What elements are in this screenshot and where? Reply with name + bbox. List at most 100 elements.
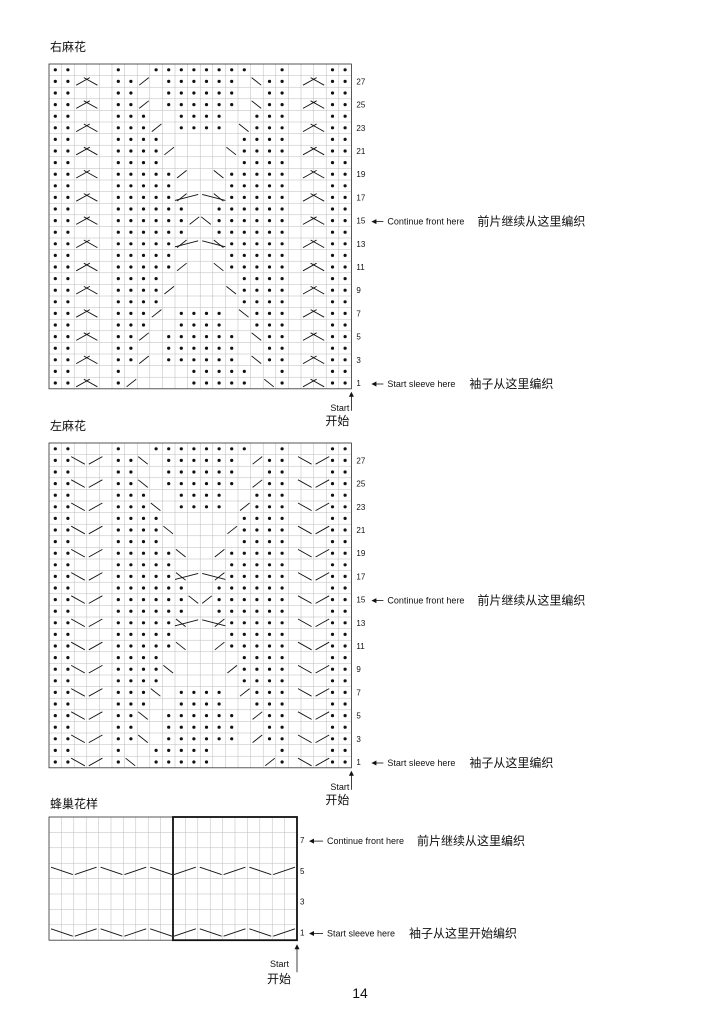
purl-dot bbox=[192, 482, 196, 486]
row-label: 21 bbox=[356, 147, 365, 156]
purl-dot bbox=[129, 540, 133, 544]
purl-dot bbox=[204, 369, 209, 373]
purl-dot bbox=[129, 516, 133, 521]
cable-stitch bbox=[164, 286, 175, 295]
purl-dot bbox=[204, 482, 209, 486]
cross-stitch bbox=[70, 734, 86, 743]
purl-dot bbox=[280, 161, 284, 165]
purl-dot bbox=[116, 702, 120, 706]
purl-dot bbox=[280, 288, 284, 292]
honeycomb-stitch bbox=[124, 866, 147, 876]
cross-stitch bbox=[302, 216, 317, 225]
cross-stitch bbox=[70, 595, 86, 604]
purl-dot bbox=[343, 702, 347, 706]
purl-dot bbox=[53, 505, 57, 509]
purl-dot bbox=[267, 265, 272, 269]
cross-stitch bbox=[310, 332, 325, 341]
cable-stitch bbox=[175, 641, 186, 651]
cable-stitch bbox=[251, 100, 262, 109]
purl-dot bbox=[343, 219, 347, 223]
purl-dot bbox=[217, 126, 221, 130]
purl-dot bbox=[141, 195, 146, 199]
purl-dot bbox=[242, 219, 246, 223]
purl-dot bbox=[66, 346, 70, 350]
purl-dot bbox=[53, 679, 57, 683]
cross-stitch bbox=[315, 572, 330, 581]
honeycomb-stitch bbox=[273, 928, 296, 937]
purl-dot bbox=[53, 103, 57, 107]
purl-dot bbox=[167, 358, 171, 362]
purl-dot bbox=[116, 737, 120, 741]
purl-dot bbox=[141, 667, 146, 671]
purl-dot bbox=[255, 690, 259, 695]
cable-stitch bbox=[251, 355, 262, 364]
purl-dot bbox=[280, 644, 284, 648]
purl-dot bbox=[330, 667, 335, 671]
purl-dot bbox=[242, 540, 246, 544]
purl-dot bbox=[330, 358, 335, 362]
purl-dot bbox=[66, 714, 70, 718]
marker-arrow-head bbox=[371, 598, 377, 604]
cross-stitch bbox=[75, 355, 91, 364]
purl-dot bbox=[154, 149, 158, 153]
purl-dot bbox=[179, 586, 183, 590]
purl-dot bbox=[230, 714, 234, 718]
marker-label-zh: 前片继续从这里编织 bbox=[477, 214, 585, 229]
purl-dot bbox=[53, 265, 57, 269]
purl-dot bbox=[267, 737, 272, 741]
purl-dot bbox=[53, 346, 57, 350]
purl-dot bbox=[116, 265, 120, 269]
row-label: 3 bbox=[356, 356, 361, 365]
purl-dot bbox=[141, 702, 146, 706]
cable-stitch bbox=[214, 572, 225, 581]
cross-stitch bbox=[70, 757, 86, 767]
purl-dot bbox=[179, 79, 183, 83]
purl-dot bbox=[204, 447, 209, 451]
purl-dot bbox=[179, 103, 183, 107]
purl-dot bbox=[179, 505, 183, 509]
purl-dot bbox=[267, 277, 272, 281]
purl-dot bbox=[267, 103, 272, 107]
purl-dot bbox=[242, 563, 246, 567]
purl-dot bbox=[167, 609, 171, 613]
purl-dot bbox=[129, 172, 133, 176]
purl-dot bbox=[53, 219, 57, 223]
cross-stitch bbox=[70, 641, 86, 651]
cable-stitch bbox=[251, 77, 262, 86]
cross-stitch bbox=[88, 549, 103, 558]
purl-dot bbox=[129, 482, 133, 486]
purl-dot bbox=[154, 609, 158, 613]
purl-dot bbox=[330, 242, 335, 246]
purl-dot bbox=[267, 505, 272, 509]
purl-dot bbox=[116, 288, 120, 292]
purl-dot bbox=[129, 563, 133, 567]
cross-stitch bbox=[315, 525, 330, 535]
purl-dot bbox=[129, 242, 133, 246]
purl-dot bbox=[204, 103, 209, 107]
purl-dot bbox=[167, 242, 171, 246]
purl-dot bbox=[330, 195, 335, 199]
purl-dot bbox=[192, 114, 196, 118]
purl-dot bbox=[116, 621, 120, 625]
purl-dot bbox=[242, 528, 246, 532]
purl-dot bbox=[330, 265, 335, 269]
cross-stitch bbox=[302, 123, 317, 132]
cross-stitch bbox=[310, 123, 325, 132]
purl-dot bbox=[343, 551, 347, 555]
purl-dot bbox=[217, 230, 221, 234]
purl-dot bbox=[330, 323, 335, 327]
purl-dot bbox=[116, 644, 120, 648]
cable-stitch bbox=[137, 734, 149, 743]
purl-dot bbox=[154, 184, 158, 188]
purl-dot bbox=[141, 516, 146, 521]
purl-dot bbox=[179, 68, 183, 72]
purl-dot bbox=[192, 335, 196, 339]
purl-dot bbox=[330, 574, 335, 579]
purl-dot bbox=[280, 714, 284, 718]
purl-dot bbox=[141, 323, 146, 327]
purl-dot bbox=[330, 482, 335, 486]
purl-dot bbox=[116, 528, 120, 532]
purl-dot bbox=[53, 335, 57, 339]
purl-dot bbox=[343, 207, 347, 211]
purl-dot bbox=[280, 667, 284, 671]
